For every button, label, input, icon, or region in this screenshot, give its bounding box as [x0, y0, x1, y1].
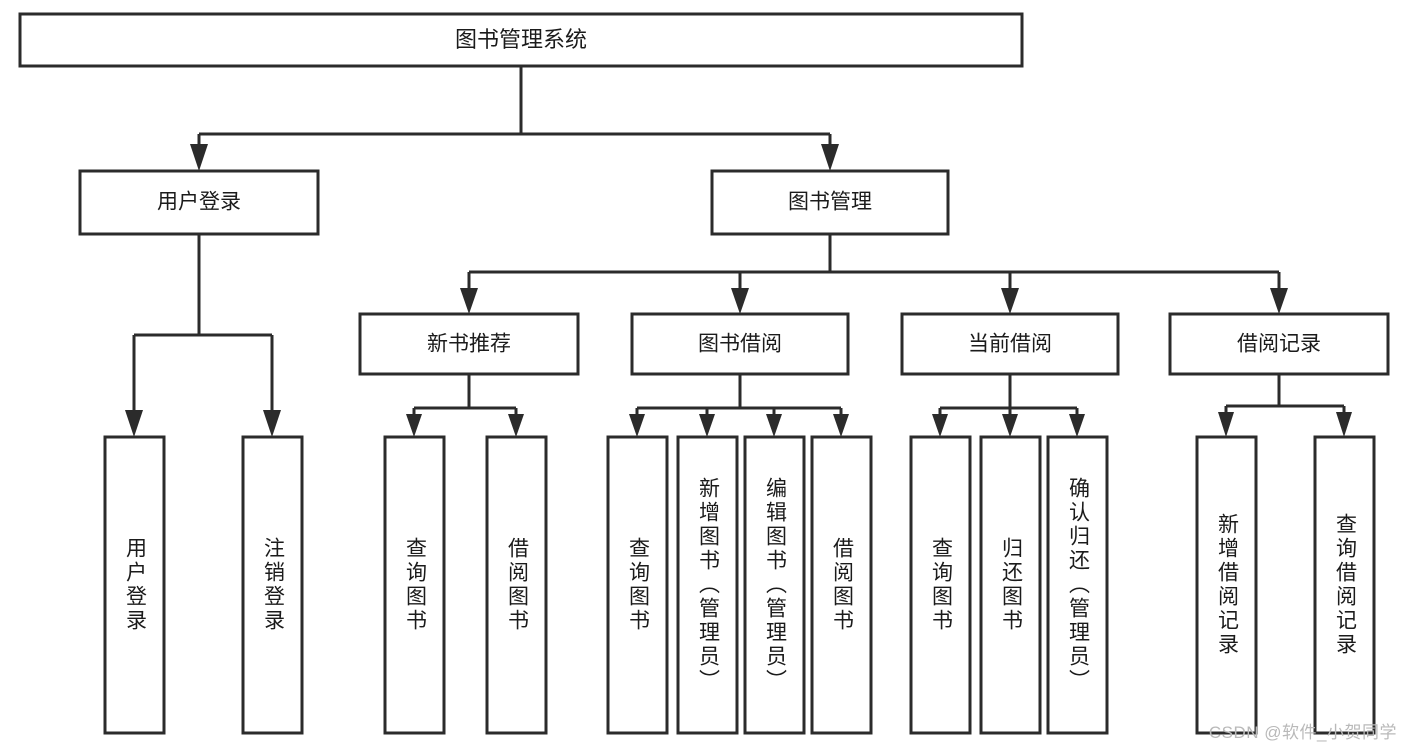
- node-user-login-rect[interactable]: [78, 169, 320, 236]
- leaf-rect-edit-book[interactable]: [743, 435, 806, 735]
- leaf-rect-borrow-book-2[interactable]: [810, 435, 873, 735]
- node-new-book-recommend[interactable]: 新书推荐: [358, 312, 580, 376]
- arrow-newbook-to-leaf2: [508, 414, 524, 437]
- leaf-rect-query-book-2[interactable]: [606, 435, 669, 735]
- leaf-rect-query-record[interactable]: [1313, 435, 1376, 735]
- node-user-login-label: 用户登录: [157, 191, 241, 214]
- node-book-borrow-rect[interactable]: [630, 312, 850, 376]
- node-borrow-record-rect[interactable]: [1168, 312, 1390, 376]
- node-book-management-rect[interactable]: [710, 169, 950, 236]
- leaf-rect-add-record[interactable]: [1195, 435, 1258, 735]
- node-root[interactable]: 图书管理系统: [18, 12, 1024, 68]
- arrow-bookmgmt-to-newbook: [460, 288, 478, 314]
- node-user-login[interactable]: 用户登录: [78, 169, 320, 236]
- node-new-book-recommend-label: 新书推荐: [427, 333, 511, 356]
- node-current-borrow[interactable]: 当前借阅: [900, 312, 1120, 376]
- node-book-borrow-label: 图书借阅: [698, 333, 782, 356]
- leaf-rect-borrow-book-1[interactable]: [485, 435, 548, 735]
- node-borrow-record-label: 借阅记录: [1237, 333, 1321, 356]
- leaf-rect-add-book[interactable]: [676, 435, 739, 735]
- leaf-rect-logout[interactable]: [241, 435, 304, 735]
- watermark-text: CSDN @软件_小贺同学: [1208, 723, 1397, 742]
- arrow-current-to-leaf2: [1002, 414, 1018, 437]
- arrow-borrow-to-leaf4: [833, 414, 849, 437]
- node-borrow-record[interactable]: 借阅记录: [1168, 312, 1390, 376]
- leaf-layer: [103, 435, 1376, 735]
- leaf-rect-return-book[interactable]: [979, 435, 1042, 735]
- arrow-bookmgmt-to-current: [1001, 288, 1019, 314]
- arrow-bookmgmt-to-borrow: [731, 288, 749, 314]
- arrow-bookmgmt-to-record: [1270, 288, 1288, 314]
- node-book-borrow[interactable]: 图书借阅: [630, 312, 850, 376]
- arrow-current-to-leaf1: [932, 414, 948, 437]
- node-root-label: 图书管理系统: [455, 27, 587, 52]
- arrow-borrow-to-leaf2: [699, 414, 715, 437]
- node-new-book-recommend-rect[interactable]: [358, 312, 580, 376]
- node-current-borrow-label: 当前借阅: [968, 333, 1052, 356]
- arrow-borrow-to-leaf1: [629, 414, 645, 437]
- leaf-rect-query-book-3[interactable]: [909, 435, 972, 735]
- node-current-borrow-rect[interactable]: [900, 312, 1120, 376]
- arrow-root-to-user-login: [190, 144, 208, 171]
- leaf-rect-user-login[interactable]: [103, 435, 166, 735]
- node-layer: 图书管理系统 用户登录 图书管理 新书推荐 图书借阅: [18, 12, 1390, 735]
- arrow-current-to-leaf3: [1069, 414, 1085, 437]
- arrow-record-to-leaf2: [1336, 412, 1352, 437]
- arrow-borrow-to-leaf3: [766, 414, 782, 437]
- node-root-rect[interactable]: [18, 12, 1024, 68]
- node-book-management[interactable]: 图书管理: [710, 169, 950, 236]
- arrow-root-to-book-mgmt: [821, 144, 839, 171]
- leaf-rect-query-book-1[interactable]: [383, 435, 446, 735]
- arrow-userlogin-to-leaf2: [263, 410, 281, 437]
- node-book-management-label: 图书管理: [788, 191, 872, 214]
- arrow-userlogin-to-leaf1: [125, 410, 143, 437]
- edge-layer: [125, 66, 1352, 437]
- leaf-rect-confirm-return[interactable]: [1046, 435, 1109, 735]
- arrow-record-to-leaf1: [1218, 412, 1234, 437]
- arrow-newbook-to-leaf1: [406, 414, 422, 437]
